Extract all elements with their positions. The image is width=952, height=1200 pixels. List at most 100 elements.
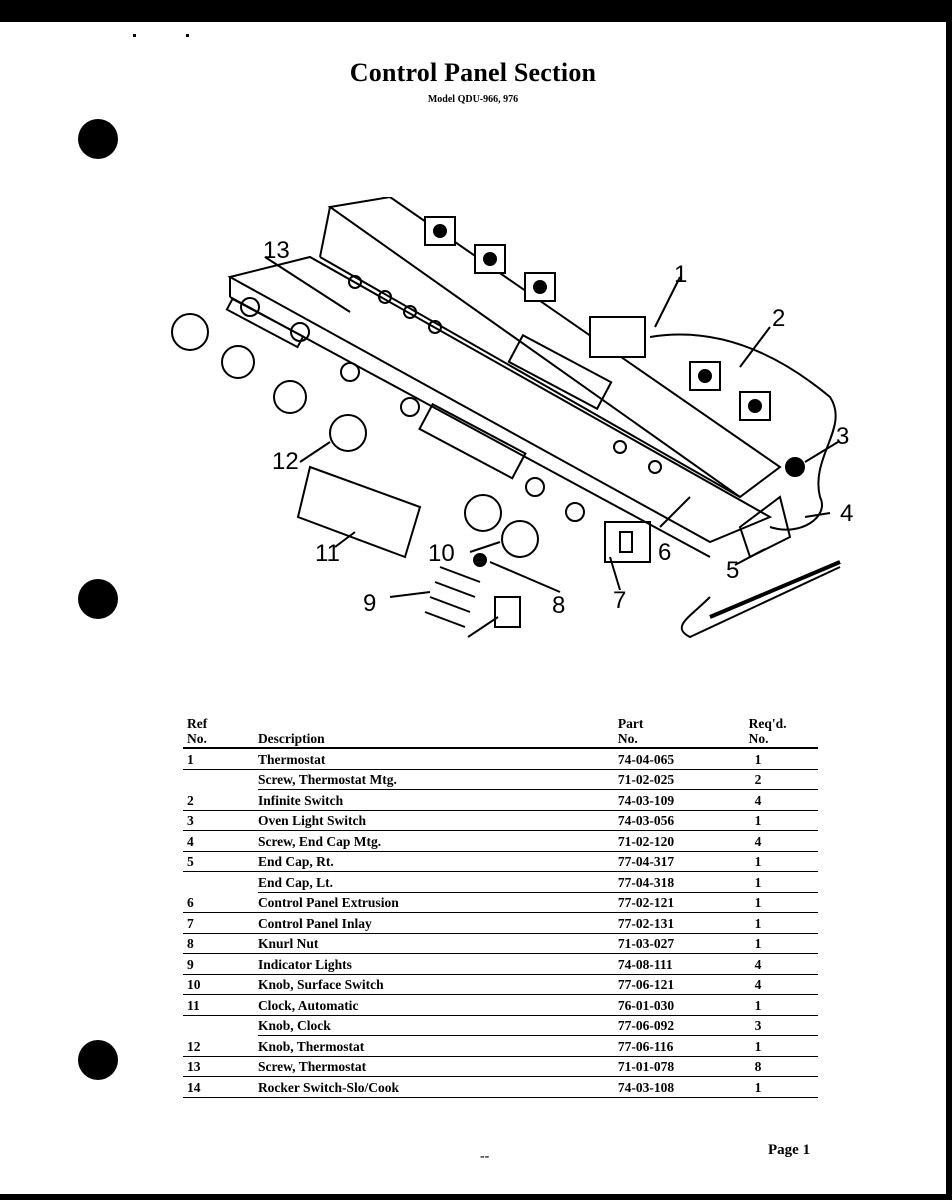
- ref-cell: 1: [183, 748, 258, 770]
- page-number: Page 1: [768, 1142, 811, 1158]
- description-cell: Knob, Surface Switch: [257, 974, 618, 995]
- qty-cell: 1: [748, 1076, 818, 1098]
- punch-hole: [78, 1040, 118, 1080]
- callout-6: 6: [658, 539, 672, 566]
- description-cell: Knob, Clock: [257, 1015, 618, 1036]
- part-cell: 77-04-317: [617, 851, 749, 872]
- qty-cell: 1: [748, 892, 818, 913]
- callout-13: 13: [263, 237, 290, 264]
- ref-cell: 9: [183, 953, 258, 975]
- description-cell: Rocker Switch-Slo/Cook: [257, 1076, 618, 1098]
- part-cell: 71-01-078: [617, 1056, 749, 1077]
- header-text: No.: [748, 731, 769, 746]
- part-cell: 74-03-109: [617, 789, 749, 811]
- req-no-header: Req'd.No.: [748, 716, 818, 749]
- callout-3: 3: [836, 423, 850, 450]
- description-cell: Screw, End Cap Mtg.: [257, 830, 618, 852]
- part-cell: 74-04-065: [617, 748, 749, 770]
- ref-cell: 5: [183, 851, 258, 872]
- qty-cell: 4: [748, 974, 818, 995]
- qty-cell: 4: [748, 953, 818, 975]
- qty-cell: 2: [748, 769, 818, 790]
- control-panel-drawing: [171, 195, 841, 639]
- qty-cell: 4: [748, 830, 818, 852]
- header-text: No.: [617, 731, 638, 746]
- description-cell: Oven Light Switch: [257, 810, 618, 831]
- ref-cell: 12: [183, 1035, 258, 1057]
- description-cell: Thermostat: [257, 748, 618, 770]
- description-cell: Indicator Lights: [257, 953, 618, 975]
- part-cell: 77-04-318: [617, 871, 749, 893]
- qty-cell: 1: [748, 851, 818, 872]
- description-cell: Control Panel Extrusion: [257, 892, 618, 913]
- callout-9: 9: [363, 590, 377, 617]
- part-cell: 74-03-108: [617, 1076, 749, 1098]
- qty-cell: 1: [748, 912, 818, 934]
- part-cell: 74-03-056: [617, 810, 749, 831]
- ref-cell: 10: [183, 974, 258, 995]
- page-title: Control Panel Section: [349, 58, 597, 87]
- callout-1: 1: [674, 261, 688, 288]
- part-cell: 77-02-131: [617, 912, 749, 934]
- callout-7: 7: [613, 587, 627, 614]
- part-cell: 71-02-025: [617, 769, 749, 790]
- qty-cell: 8: [748, 1056, 818, 1077]
- ref-cell: 7: [183, 912, 258, 934]
- qty-cell: 1: [748, 748, 818, 770]
- qty-cell: 1: [748, 1035, 818, 1057]
- ref-cell: 3: [183, 810, 258, 831]
- description-cell: Clock, Automatic: [257, 994, 618, 1016]
- scan-speck: [133, 34, 136, 37]
- part-cell: 71-03-027: [617, 933, 749, 954]
- qty-cell: 1: [748, 871, 818, 893]
- scan-speck: [186, 34, 189, 37]
- punch-hole: [78, 579, 118, 619]
- header-text: Ref: [187, 716, 208, 731]
- description-cell: Knob, Thermostat: [257, 1035, 618, 1057]
- ref-cell: 11: [183, 994, 258, 1016]
- page-subtitle: Model QDU-966, 976: [427, 94, 519, 105]
- part-cell: 76-01-030: [617, 994, 749, 1016]
- ref-cell: 4: [183, 830, 258, 852]
- description-cell: Screw, Thermostat: [257, 1056, 618, 1077]
- callout-2: 2: [772, 305, 786, 332]
- callout-4: 4: [840, 500, 854, 527]
- description-cell: Infinite Switch: [257, 789, 618, 811]
- description-cell: End Cap, Lt.: [257, 871, 618, 893]
- ref-cell: [183, 872, 258, 893]
- description-header: Description: [257, 716, 618, 749]
- footer-dash: --: [480, 1149, 490, 1164]
- ref-cell: 13: [183, 1056, 258, 1077]
- exploded-parts-diagram: 13 1 2 3 4 5 6 7 8 9 10 11 12: [150, 195, 870, 667]
- part-cell: 77-02-121: [617, 892, 749, 913]
- header-text: Req'd.: [748, 716, 787, 731]
- qty-cell: 4: [748, 789, 818, 811]
- ref-cell: 2: [183, 789, 258, 811]
- callout-10: 10: [428, 540, 455, 567]
- description-cell: End Cap, Rt.: [257, 851, 618, 872]
- ref-cell: [183, 769, 258, 790]
- callout-8: 8: [552, 592, 566, 619]
- qty-cell: 1: [748, 994, 818, 1016]
- part-cell: 77-06-116: [617, 1035, 749, 1057]
- document-page: Control Panel Section Model QDU-966, 976: [0, 22, 946, 1194]
